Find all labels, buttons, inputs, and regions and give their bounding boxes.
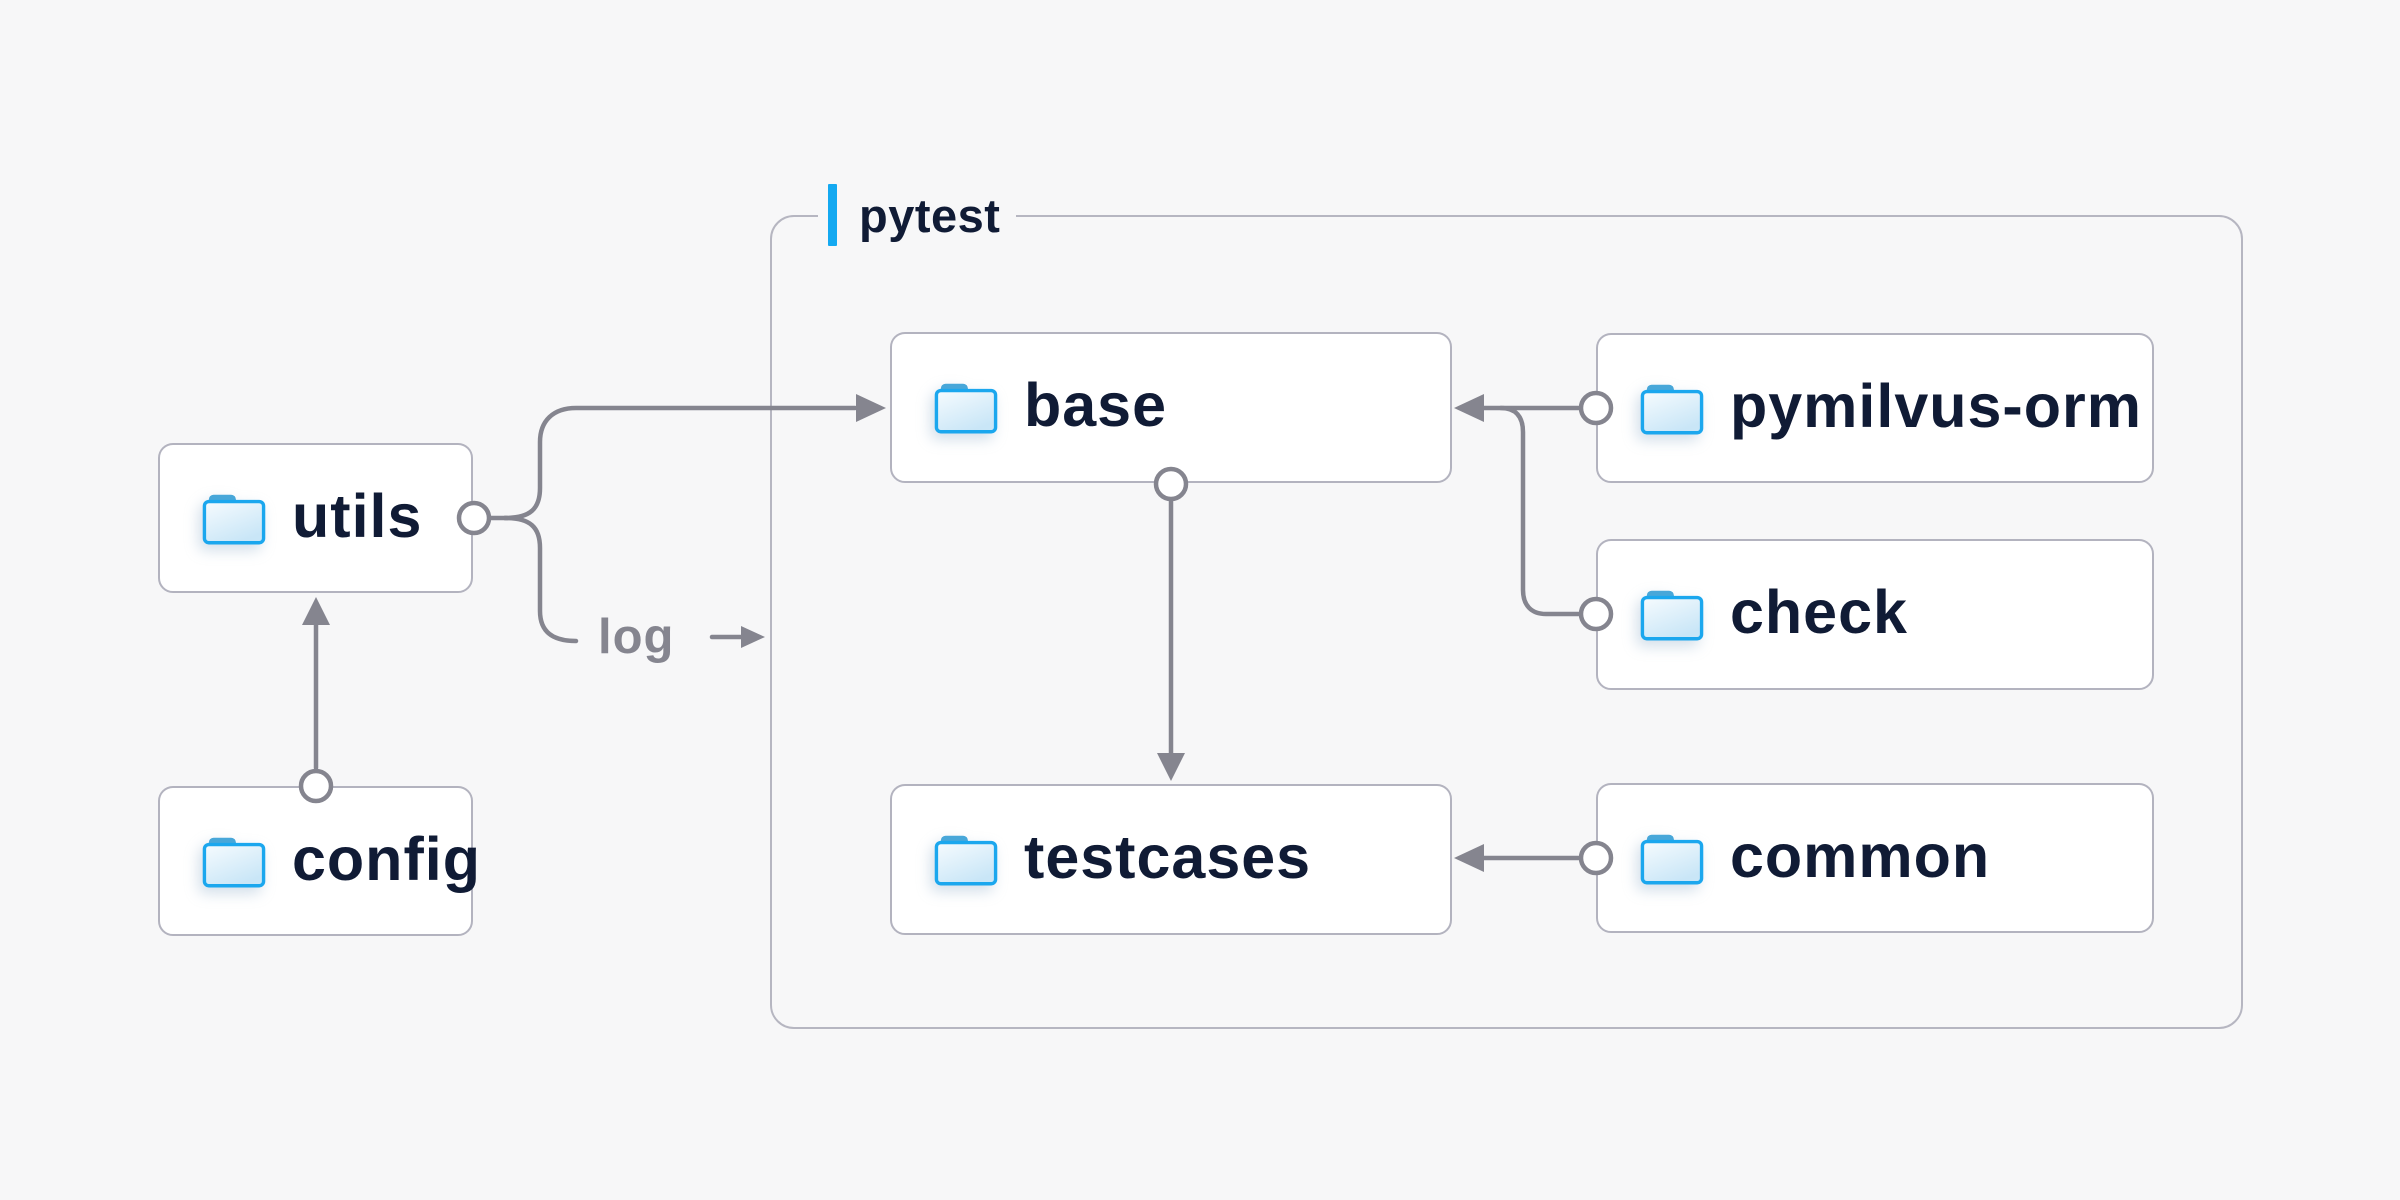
node-label: utils bbox=[292, 481, 423, 550]
folder-icon bbox=[934, 834, 998, 886]
node-label: pymilvus-orm bbox=[1730, 371, 2142, 440]
folder-icon bbox=[1640, 382, 1704, 434]
node-label: check bbox=[1730, 578, 1908, 646]
node-testcases: testcases bbox=[890, 784, 1452, 935]
node-label: base bbox=[1024, 371, 1168, 439]
folder-icon bbox=[1640, 589, 1704, 641]
arrowhead-log bbox=[741, 626, 765, 648]
group-label-text: pytest bbox=[859, 188, 1001, 242]
edge-utils-log bbox=[502, 515, 579, 644]
node-base: base bbox=[890, 332, 1452, 483]
node-utils: utils bbox=[158, 443, 473, 593]
arrowhead-config-utils bbox=[302, 597, 330, 625]
pytest-group-label: pytest bbox=[818, 182, 1017, 248]
node-config: config bbox=[158, 786, 480, 936]
node-check: check bbox=[1596, 539, 2154, 690]
folder-icon bbox=[1640, 832, 1704, 884]
node-label: common bbox=[1730, 821, 1991, 890]
group-label-accent-bar bbox=[828, 184, 837, 246]
pytest-group-container bbox=[770, 215, 2243, 1029]
folder-icon bbox=[202, 835, 266, 887]
node-label: testcases bbox=[1024, 823, 1312, 891]
folder-icon bbox=[934, 382, 998, 434]
folder-icon bbox=[202, 492, 266, 544]
node-label: config bbox=[292, 824, 481, 893]
edge-label-log: log bbox=[598, 610, 675, 664]
node-pymilvus-orm: pymilvus-orm bbox=[1596, 333, 2154, 483]
node-common: common bbox=[1596, 783, 2154, 933]
